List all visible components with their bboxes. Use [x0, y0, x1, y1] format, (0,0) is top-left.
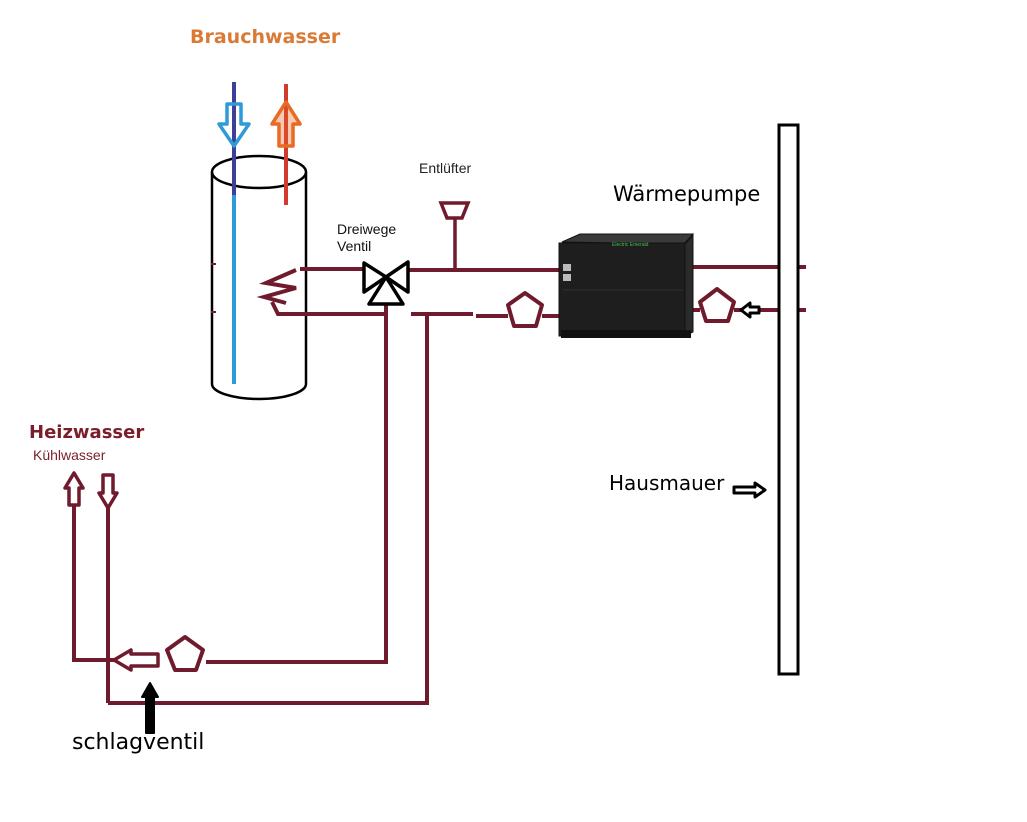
- pump-heating-icon: [165, 635, 205, 672]
- air-vent-icon: [438, 201, 471, 270]
- entluefter-label: Entlüfter: [419, 160, 472, 176]
- three-way-valve-icon: [362, 260, 410, 306]
- cold-water-down-arrow-icon: [217, 102, 251, 148]
- cold-water-inlet: [217, 82, 251, 384]
- storage-tank: [210, 154, 308, 401]
- heizwasser-supply-up-arrow-icon: [63, 471, 85, 507]
- pump-outdoor-icon: [698, 287, 736, 323]
- heating-flow-left-arrow-icon: [112, 648, 160, 672]
- overflow-valve-up-arrow-icon: [141, 682, 159, 734]
- dreiwege-line: Dreiwege: [337, 221, 397, 237]
- house-wall: [777, 123, 800, 676]
- hausmauer-pointer-arrow-icon: [732, 481, 767, 499]
- check-valve-arrow-icon: [739, 301, 761, 319]
- pump-return-icon: [506, 291, 544, 328]
- waermepumpe-label: Wärmepumpe: [613, 182, 761, 206]
- schlagventil-label: schlagventil: [72, 730, 205, 755]
- ventil-line: Ventil: [337, 238, 372, 254]
- hausmauer-label: Hausmauer: [609, 471, 725, 495]
- hot-water-outlet: [270, 84, 302, 205]
- heat-exchanger-coil-icon: [256, 268, 297, 305]
- heizwasser-return-down-arrow-icon: [97, 473, 119, 510]
- dreiwege-ventil-label: Dreiwege Ventil: [337, 221, 396, 255]
- kuehlwasser-label: Kühlwasser: [33, 447, 106, 463]
- heat-pump-unit: [558, 233, 695, 338]
- heizwasser-label: Heizwasser: [29, 422, 145, 443]
- brauchwasser-label: Brauchwasser: [190, 26, 341, 48]
- hot-water-up-arrow-icon: [270, 100, 302, 148]
- heat-pump-brand-label: Electric Emerald: [612, 242, 649, 248]
